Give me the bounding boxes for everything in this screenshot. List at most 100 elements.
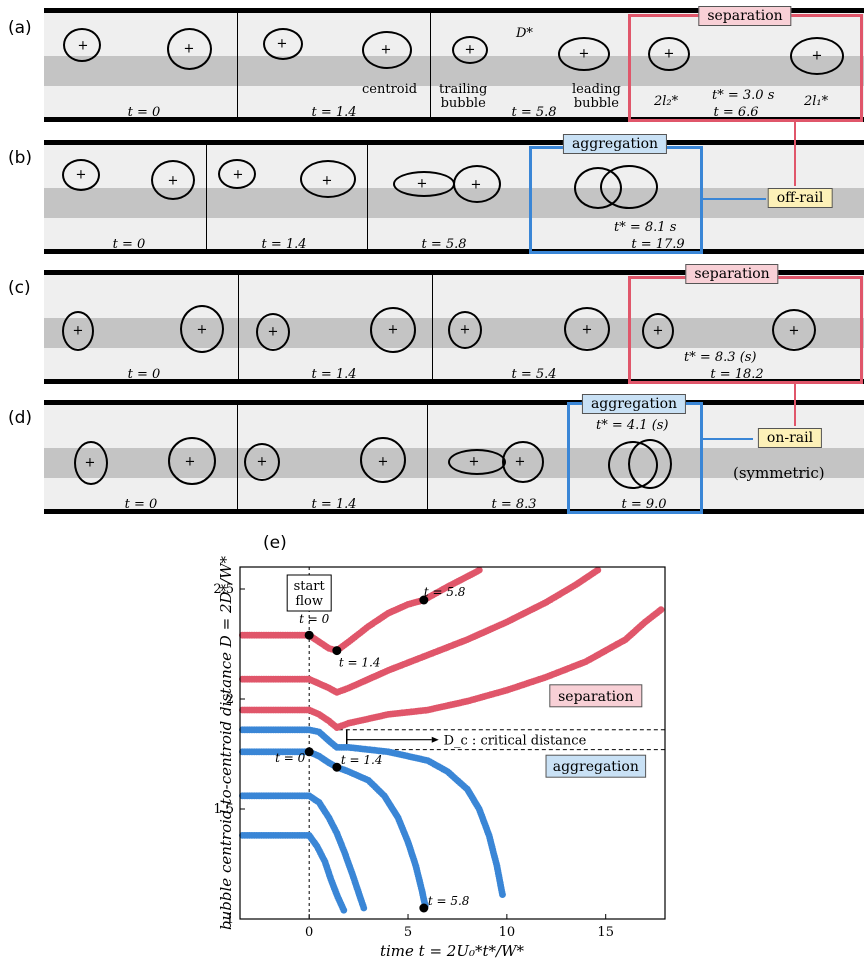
time-label: t = 9.0 bbox=[621, 497, 667, 512]
time-label: t = 18.2 bbox=[710, 367, 764, 382]
centroid-marker: + bbox=[72, 323, 84, 339]
bubble bbox=[244, 443, 280, 481]
frame-divider bbox=[237, 13, 238, 117]
plot-frame bbox=[239, 566, 666, 920]
time-label: t = 17.9 bbox=[631, 237, 685, 252]
separation-tag-c: separation bbox=[685, 264, 779, 284]
centroid-marker: + bbox=[387, 322, 399, 338]
separation-box-c bbox=[628, 276, 863, 384]
off-rail-tag: off-rail bbox=[767, 188, 833, 208]
data-point bbox=[340, 906, 348, 914]
bubble bbox=[218, 159, 256, 189]
centroid-marker: + bbox=[377, 454, 389, 470]
centroid-marker: + bbox=[416, 176, 428, 192]
length-annotation-1: 2l₁* bbox=[804, 94, 829, 109]
time-label: t = 1.4 bbox=[261, 237, 307, 252]
symmetric-label: (symmetric) bbox=[733, 464, 825, 482]
bubble bbox=[74, 441, 108, 485]
data-point bbox=[657, 606, 665, 614]
time-label: t = 1.4 bbox=[311, 105, 357, 120]
aggregation-box-b bbox=[529, 146, 703, 254]
bubble bbox=[151, 160, 195, 200]
leading-bubble-annotation: leading bubble bbox=[572, 82, 621, 111]
bubble bbox=[167, 28, 212, 70]
time-label: t = 0 bbox=[127, 105, 161, 120]
y-tick-label: 2.5 bbox=[213, 582, 234, 597]
time-label: t = 1.4 bbox=[311, 497, 357, 512]
bubble bbox=[558, 37, 610, 71]
centroid-marker: + bbox=[514, 454, 526, 470]
bubble bbox=[772, 309, 816, 351]
critical-distance-label: D_c : critical distance bbox=[444, 734, 587, 749]
trailing-bubble-annotation: trailing bubble bbox=[439, 82, 488, 111]
time-label: t = 5.4 bbox=[511, 367, 557, 382]
series-aggregation-6 bbox=[239, 832, 348, 914]
time-label: t = 8.3 bbox=[491, 497, 537, 512]
y-axis-label: bubble centroid-to-centroid distance D =… bbox=[217, 556, 235, 930]
series-aggregation-3 bbox=[239, 726, 506, 898]
start-flow-label: start bbox=[294, 579, 326, 594]
centroid-marker: + bbox=[652, 323, 664, 339]
centroid-marker: + bbox=[663, 46, 675, 62]
bubble bbox=[63, 28, 101, 62]
bubble bbox=[564, 307, 610, 351]
bubble bbox=[628, 439, 672, 489]
start-flow-label: flow bbox=[295, 594, 323, 609]
time-label: t = 1.4 bbox=[311, 367, 357, 382]
frame-divider bbox=[206, 145, 207, 249]
frame-divider bbox=[367, 145, 368, 249]
distance-annotation: D* bbox=[516, 26, 533, 41]
centroid-annotation: centroid bbox=[362, 82, 418, 97]
time-marker-label: t = 5.8 bbox=[428, 894, 470, 908]
bubble bbox=[642, 313, 674, 349]
aggregation-region-label: aggregation bbox=[553, 759, 639, 775]
bubble bbox=[300, 160, 356, 198]
aggregation-box-d bbox=[567, 402, 703, 514]
frame-divider bbox=[427, 405, 428, 509]
bubble bbox=[600, 165, 658, 209]
panel-label-a: (a) bbox=[8, 18, 32, 38]
bubble bbox=[453, 165, 501, 203]
time-marker-label: t = 1.4 bbox=[339, 656, 381, 670]
time-label: t = 6.6 bbox=[713, 105, 759, 120]
tstar-annotation: t* = 8.1 s bbox=[614, 220, 677, 235]
start-flow-box bbox=[286, 574, 332, 612]
connector-line bbox=[794, 384, 796, 426]
time-label: t = 0 bbox=[124, 497, 158, 512]
x-tick-label: 0 bbox=[305, 925, 313, 940]
frame-divider bbox=[430, 13, 431, 117]
tstar-annotation: t* = 8.3 (s) bbox=[684, 350, 757, 365]
centroid-marker: + bbox=[464, 42, 476, 58]
on-rail-tag: on-rail bbox=[757, 428, 823, 448]
bubble bbox=[168, 437, 216, 485]
bubble bbox=[448, 311, 482, 349]
time-marker bbox=[332, 762, 342, 772]
aggregation-tag-b: aggregation bbox=[562, 134, 668, 154]
frame-divider bbox=[238, 275, 239, 379]
connector-line bbox=[703, 198, 766, 200]
separation-region-box bbox=[549, 684, 643, 708]
x-tick-label: 10 bbox=[499, 925, 516, 940]
data-point bbox=[475, 566, 483, 574]
time-marker bbox=[332, 646, 342, 656]
strip-d: + + + + + + t* = 4.1 (s) t = 0 t = 1.4 t… bbox=[44, 400, 864, 514]
time-marker-label: t = 5.8 bbox=[424, 585, 466, 599]
bubble bbox=[62, 159, 100, 191]
bubble bbox=[502, 441, 544, 483]
data-point bbox=[594, 566, 602, 574]
time-marker-label: t = 0 bbox=[275, 751, 306, 765]
critical-arrowhead bbox=[431, 736, 439, 743]
connector-line bbox=[703, 438, 753, 440]
centroid-marker: + bbox=[196, 322, 208, 338]
x-axis-label: time t = 2U₀*t*/W* bbox=[380, 942, 525, 960]
centroid-marker: + bbox=[380, 42, 392, 58]
strip-c: + + + + + + + + t = 0 t = 1.4 t = 5.4 t*… bbox=[44, 270, 864, 384]
frame-divider bbox=[237, 405, 238, 509]
centroid-marker: + bbox=[811, 48, 823, 64]
data-point bbox=[360, 904, 368, 912]
bubble bbox=[62, 311, 94, 351]
series-separation-0 bbox=[239, 566, 483, 654]
bubble bbox=[360, 437, 406, 483]
time-label: t = 0 bbox=[127, 367, 161, 382]
